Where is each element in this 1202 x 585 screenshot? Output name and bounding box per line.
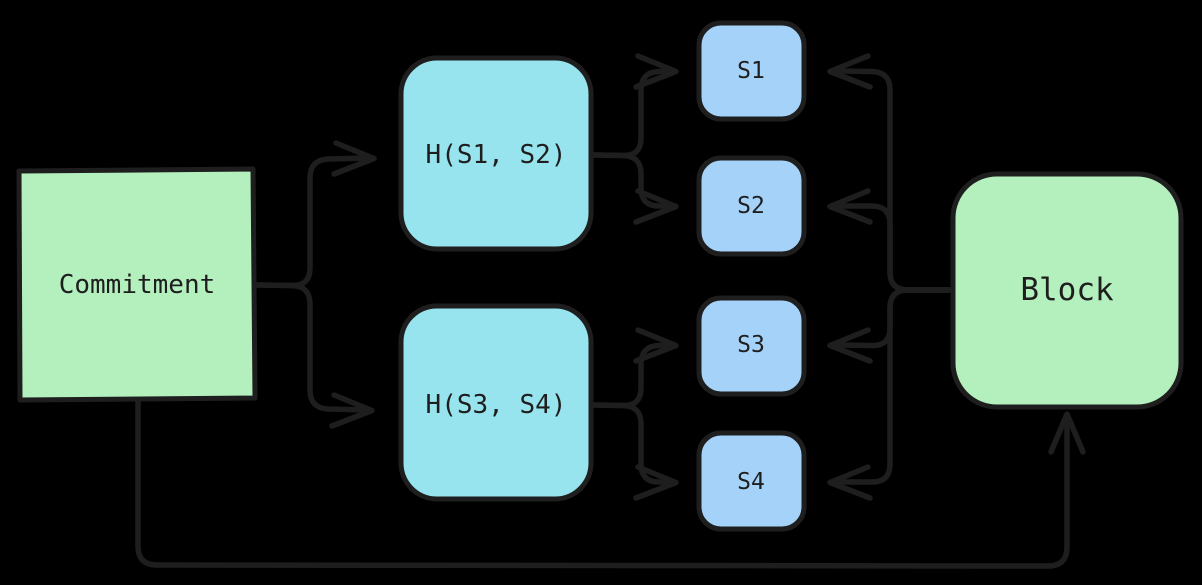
edge-block-to-s4: [827, 287, 954, 501]
edge-commitment-to-hash-bottom: [253, 282, 375, 429]
node-block[interactable]: Block: [950, 171, 1184, 410]
node-hash-bottom[interactable]: H(S3, S4): [398, 303, 594, 502]
s2-box[interactable]: [696, 155, 807, 257]
node-layer: Commitment H(S1, S2) H(S3, S4) S1 S2: [16, 20, 1184, 532]
node-s2[interactable]: S2: [696, 155, 807, 257]
s4-box[interactable]: [696, 430, 807, 532]
edge-layer: [135, 53, 1086, 569]
hash-bottom-box[interactable]: [398, 303, 594, 502]
edge-hash-top-to-s1: [590, 53, 679, 159]
node-s4[interactable]: S4: [696, 430, 807, 532]
commitment-box[interactable]: [16, 166, 258, 403]
s3-box[interactable]: [696, 295, 807, 397]
edge-hash-top-to-s2: [590, 152, 679, 225]
node-s3[interactable]: S3: [696, 295, 807, 397]
node-s1[interactable]: S1: [696, 20, 807, 122]
hash-top-box[interactable]: [398, 55, 594, 252]
edge-hash-bottom-to-s4: [590, 402, 679, 501]
block-box[interactable]: [950, 171, 1184, 410]
edge-commitment-to-block: [135, 398, 1086, 569]
edge-hash-bottom-to-s3: [590, 327, 679, 409]
edge-commitment-to-hash-top: [253, 140, 377, 289]
node-commitment[interactable]: Commitment: [16, 166, 258, 403]
s1-box[interactable]: [696, 20, 807, 122]
node-hash-top[interactable]: H(S1, S2): [398, 55, 594, 252]
